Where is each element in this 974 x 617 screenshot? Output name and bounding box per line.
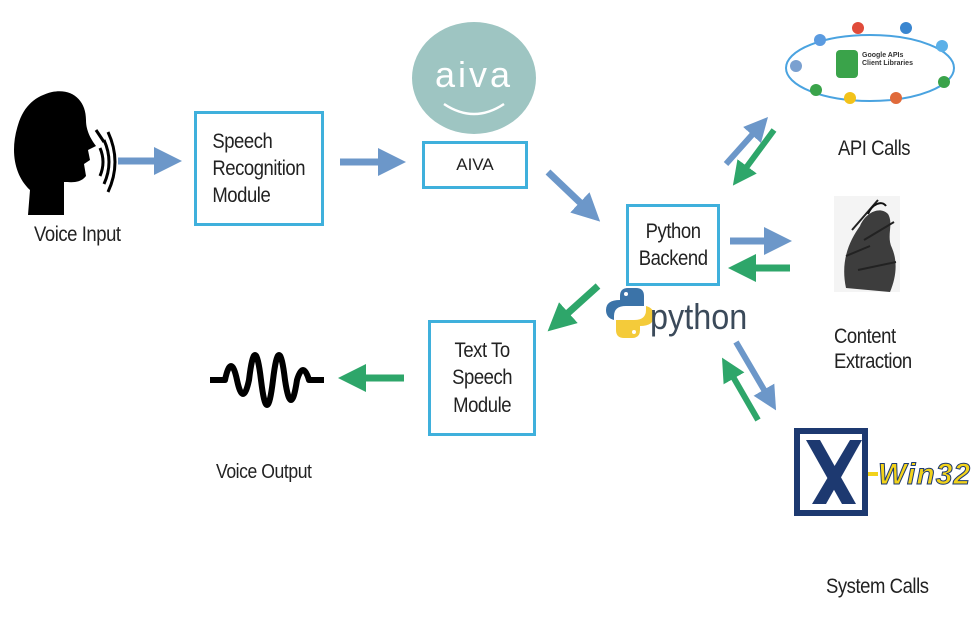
aiva-box-label: AIVA [456,155,494,174]
sound-wave-icon [210,352,324,408]
speech-recognition-box: Speech Recognition Module [194,111,324,226]
content-extraction-label: Content Extraction [834,325,912,374]
python-backend-box: Python Backend [626,204,720,286]
aiva-logo [412,22,536,134]
api-calls-label: API Calls [838,137,911,160]
aiva-logo-text: aiva [434,54,514,95]
google-apis-label: Google APIs Client Libraries [862,52,913,67]
arrow-system-to-backend [722,357,761,422]
text-to-speech-box: Text To Speech Module [428,320,536,436]
arrow-backend-to-api [723,117,769,167]
speech-recognition-label: Speech Recognition Module [212,129,306,208]
voice-input-label: Voice Input [34,223,121,246]
engraving-illustration-icon [834,196,900,292]
arrow-api-to-backend [732,128,777,186]
python-backend-label: Python Backend [638,219,708,270]
arrow-backend-to-tts [547,283,601,332]
system-calls-label: System Calls [826,575,929,598]
python-logo-text: python [650,296,748,337]
xwin32-logo-icon [794,428,878,516]
text-to-speech-label: Text To Speech Module [451,339,513,417]
arrow-aiva-to-backend [545,169,601,222]
python-logo-icon [606,288,654,338]
voice-output-label: Voice Output [216,461,312,483]
xwin32-logo-text: Win32 [877,458,972,492]
arrow-backend-to-system [733,340,777,411]
speaking-head-icon [14,91,117,215]
google-api-ring-icon [785,22,955,104]
aiva-box: AIVA [422,141,528,189]
